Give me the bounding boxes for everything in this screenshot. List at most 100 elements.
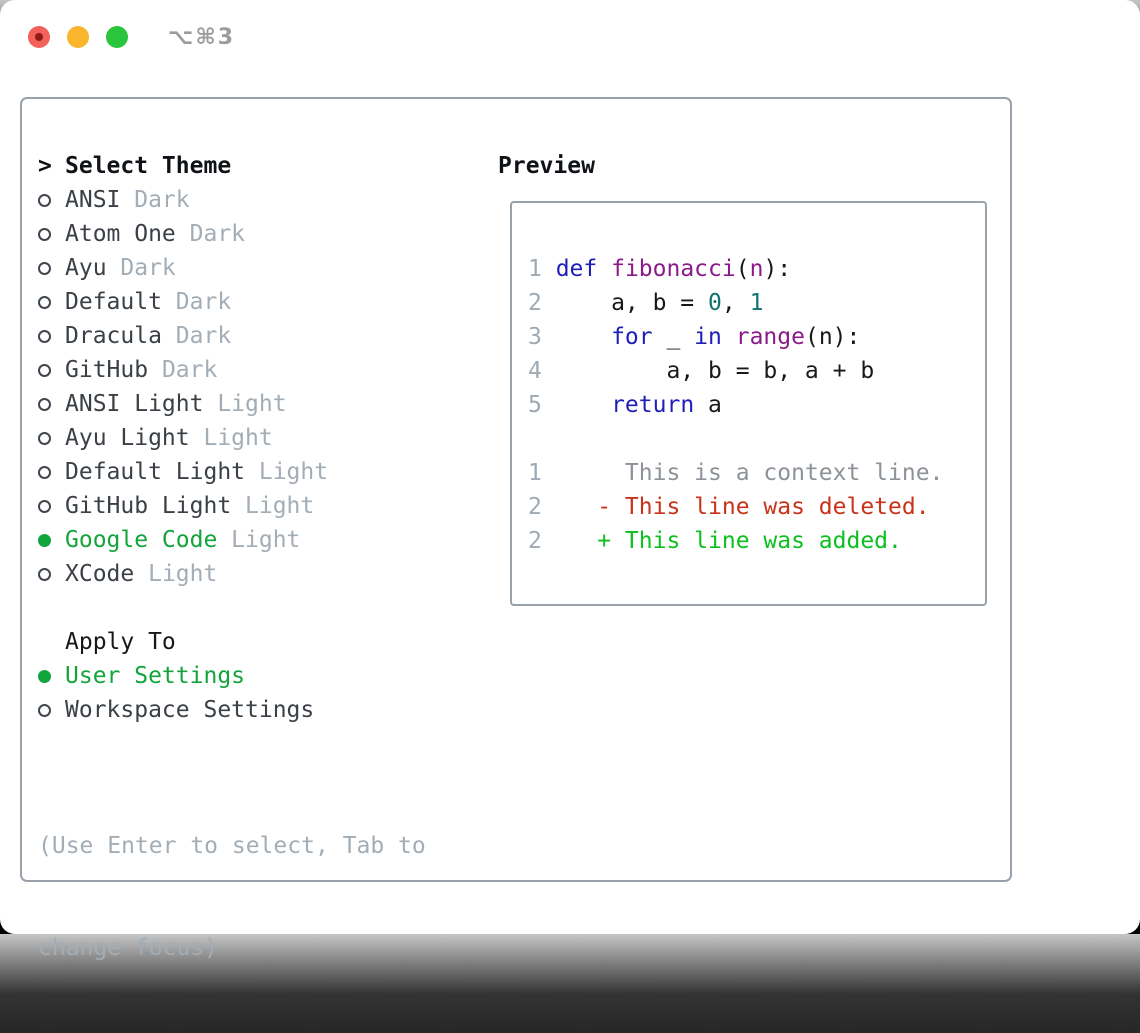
theme-item-xcode-light[interactable]: XCode Light (38, 557, 498, 591)
theme-item-default-light[interactable]: Default Light Light (38, 455, 498, 489)
line-number: 2 (528, 286, 556, 320)
diff-added-line: 2 + This line was added. (528, 524, 985, 558)
theme-variant-tag: Dark (176, 285, 231, 319)
code-token: a, b = b, a + b (556, 358, 875, 384)
theme-item-dracula-dark[interactable]: Dracula Dark (38, 319, 498, 353)
code-token: fibonacci (611, 256, 736, 282)
radio-icon (38, 398, 51, 411)
minimize-button[interactable] (67, 26, 89, 48)
diff-text: This is a context line. (556, 460, 944, 486)
code-line: 4 a, b = b, a + b (528, 354, 985, 388)
theme-name: XCode (65, 557, 134, 591)
theme-item-ansi-dark[interactable]: ANSI Dark (38, 183, 498, 217)
code-line: 2 a, b = 0, 1 (528, 286, 985, 320)
diff-deleted-line: 2 - This line was deleted. (528, 490, 985, 524)
code-token: in (694, 324, 722, 350)
line-number: 1 (528, 456, 556, 490)
theme-variant-tag: Light (217, 387, 286, 421)
theme-item-default-dark[interactable]: Default Dark (38, 285, 498, 319)
code-line: 5 return a (528, 388, 985, 422)
theme-variant-tag: Dark (176, 319, 231, 353)
radio-icon (38, 194, 51, 207)
theme-variant-tag: Dark (120, 251, 175, 285)
line-number: 4 (528, 354, 556, 388)
radio-icon (38, 262, 51, 275)
select-theme-header: > Select Theme (38, 149, 498, 183)
theme-name: Atom One (65, 217, 176, 251)
theme-variant-tag: Light (148, 557, 217, 591)
apply-to-header: Apply To (38, 625, 498, 659)
code-token (597, 256, 611, 282)
code-token: ( (736, 256, 750, 282)
theme-item-ansi-light[interactable]: ANSI Light Light (38, 387, 498, 421)
theme-name: GitHub Light (65, 489, 231, 523)
fullscreen-button[interactable] (106, 26, 128, 48)
code-token (722, 324, 736, 350)
theme-variant-tag: Light (259, 455, 328, 489)
theme-item-ayu-light[interactable]: Ayu Light Light (38, 421, 498, 455)
theme-variant-tag: Dark (190, 217, 245, 251)
apply-to-section: Apply To User Settings Workspace Setting… (38, 625, 498, 727)
theme-name: GitHub (65, 353, 148, 387)
cursor-arrow-icon: > (38, 149, 65, 183)
theme-name: Default Light (65, 455, 245, 489)
code-line: 3 for _ in range(n): (528, 320, 985, 354)
theme-name: Dracula (65, 319, 162, 353)
line-number: 5 (528, 388, 556, 422)
help-line: change focus) (38, 931, 498, 965)
code-token: a (694, 392, 722, 418)
theme-variant-tag: Dark (134, 183, 189, 217)
radio-icon (38, 296, 51, 309)
radio-icon (38, 568, 51, 581)
code-token: 1 (750, 290, 764, 316)
code-token: return (611, 392, 694, 418)
theme-item-atom-one-dark[interactable]: Atom One Dark (38, 217, 498, 251)
line-number: 2 (528, 490, 556, 524)
apply-option-label: User Settings (65, 659, 245, 693)
theme-name: Google Code (65, 523, 217, 557)
blank-line (528, 422, 985, 456)
main-panel: > Select Theme ANSI Dark Atom One Dark A… (20, 97, 1012, 882)
code-token (556, 324, 611, 350)
help-line: (Use Enter to select, Tab to (38, 829, 498, 863)
line-number: 3 (528, 320, 556, 354)
preview-heading: Preview (498, 149, 595, 183)
code-token: for (611, 324, 653, 350)
theme-name: ANSI (65, 183, 120, 217)
theme-name: ANSI Light (65, 387, 203, 421)
theme-item-google-code-light[interactable]: Google Code Light (38, 523, 498, 557)
theme-item-github-dark[interactable]: GitHub Dark (38, 353, 498, 387)
theme-name: Ayu Light (65, 421, 190, 455)
apply-to-heading: Apply To (65, 625, 176, 659)
theme-item-github-light[interactable]: GitHub Light Light (38, 489, 498, 523)
radio-selected-icon (38, 534, 51, 547)
radio-icon (38, 432, 51, 445)
code-token: 0 (708, 290, 722, 316)
theme-name: Default (65, 285, 162, 319)
code-token (556, 392, 611, 418)
diff-text: + This line was added. (556, 528, 902, 554)
radio-icon (38, 228, 51, 241)
theme-variant-tag: Dark (162, 353, 217, 387)
radio-selected-icon (38, 670, 51, 683)
theme-variant-tag: Light (203, 421, 272, 455)
radio-icon (38, 704, 51, 717)
theme-selector: > Select Theme ANSI Dark Atom One Dark A… (38, 149, 498, 880)
app-window: ⌥⌘3 > Select Theme ANSI Dark Atom One Da… (0, 0, 1140, 934)
apply-option-label: Workspace Settings (65, 693, 314, 727)
apply-option-workspace-settings[interactable]: Workspace Settings (38, 693, 498, 727)
preview-header-row: Preview (498, 149, 1012, 183)
code-token: range (736, 324, 805, 350)
radio-icon (38, 466, 51, 479)
window-title-shortcut: ⌥⌘3 (168, 25, 235, 50)
close-button[interactable] (28, 26, 50, 48)
apply-option-user-settings[interactable]: User Settings (38, 659, 498, 693)
radio-icon (38, 364, 51, 377)
titlebar: ⌥⌘3 (0, 0, 1140, 48)
theme-item-ayu-dark[interactable]: Ayu Dark (38, 251, 498, 285)
diff-text: - This line was deleted. (556, 494, 930, 520)
code-token: (n): (805, 324, 860, 350)
